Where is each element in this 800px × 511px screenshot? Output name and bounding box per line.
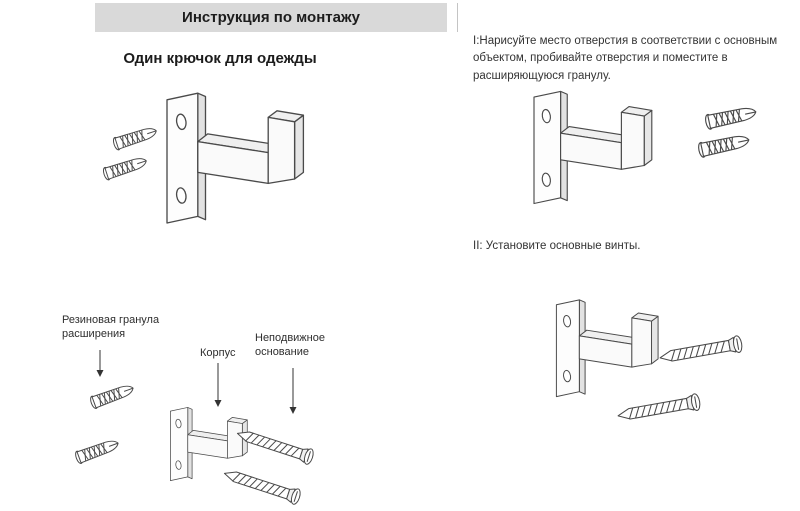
wall-hook-icon — [555, 299, 659, 398]
screw-icon — [616, 392, 702, 425]
header-bar: Инструкция по монтажу — [95, 3, 447, 32]
wall-hook-icon — [166, 92, 305, 224]
label-fixed-base: Неподвижное основание — [255, 332, 325, 359]
parts-diagram — [73, 350, 316, 506]
expansion-anchor-icon — [101, 154, 149, 182]
step2-diagram — [555, 299, 744, 425]
product-subtitle: Один крючок для одежды — [123, 50, 317, 67]
column-divider — [457, 3, 458, 32]
label-body: Корпус — [200, 347, 236, 359]
wall-hook-icon — [170, 407, 248, 481]
expansion-anchor-icon — [73, 436, 121, 465]
expansion-anchor-icon — [111, 124, 159, 152]
expansion-anchor-icon — [696, 132, 751, 159]
label-expansion-anchor: Резиновая гранула расширения — [62, 314, 160, 341]
expansion-anchor-icon — [88, 381, 136, 410]
step2-instruction: II: Установите основные винты. — [473, 240, 641, 252]
screw-icon — [658, 334, 744, 367]
main-hook-diagram — [101, 92, 305, 224]
expansion-anchor-icon — [703, 104, 758, 131]
step1-instruction: I:Нарисуйте место отверстия в соответств… — [473, 35, 778, 82]
page-title: Инструкция по монтажу — [182, 9, 360, 26]
screw-icon — [221, 465, 303, 506]
wall-hook-icon — [533, 90, 653, 205]
step1-diagram — [533, 90, 758, 205]
